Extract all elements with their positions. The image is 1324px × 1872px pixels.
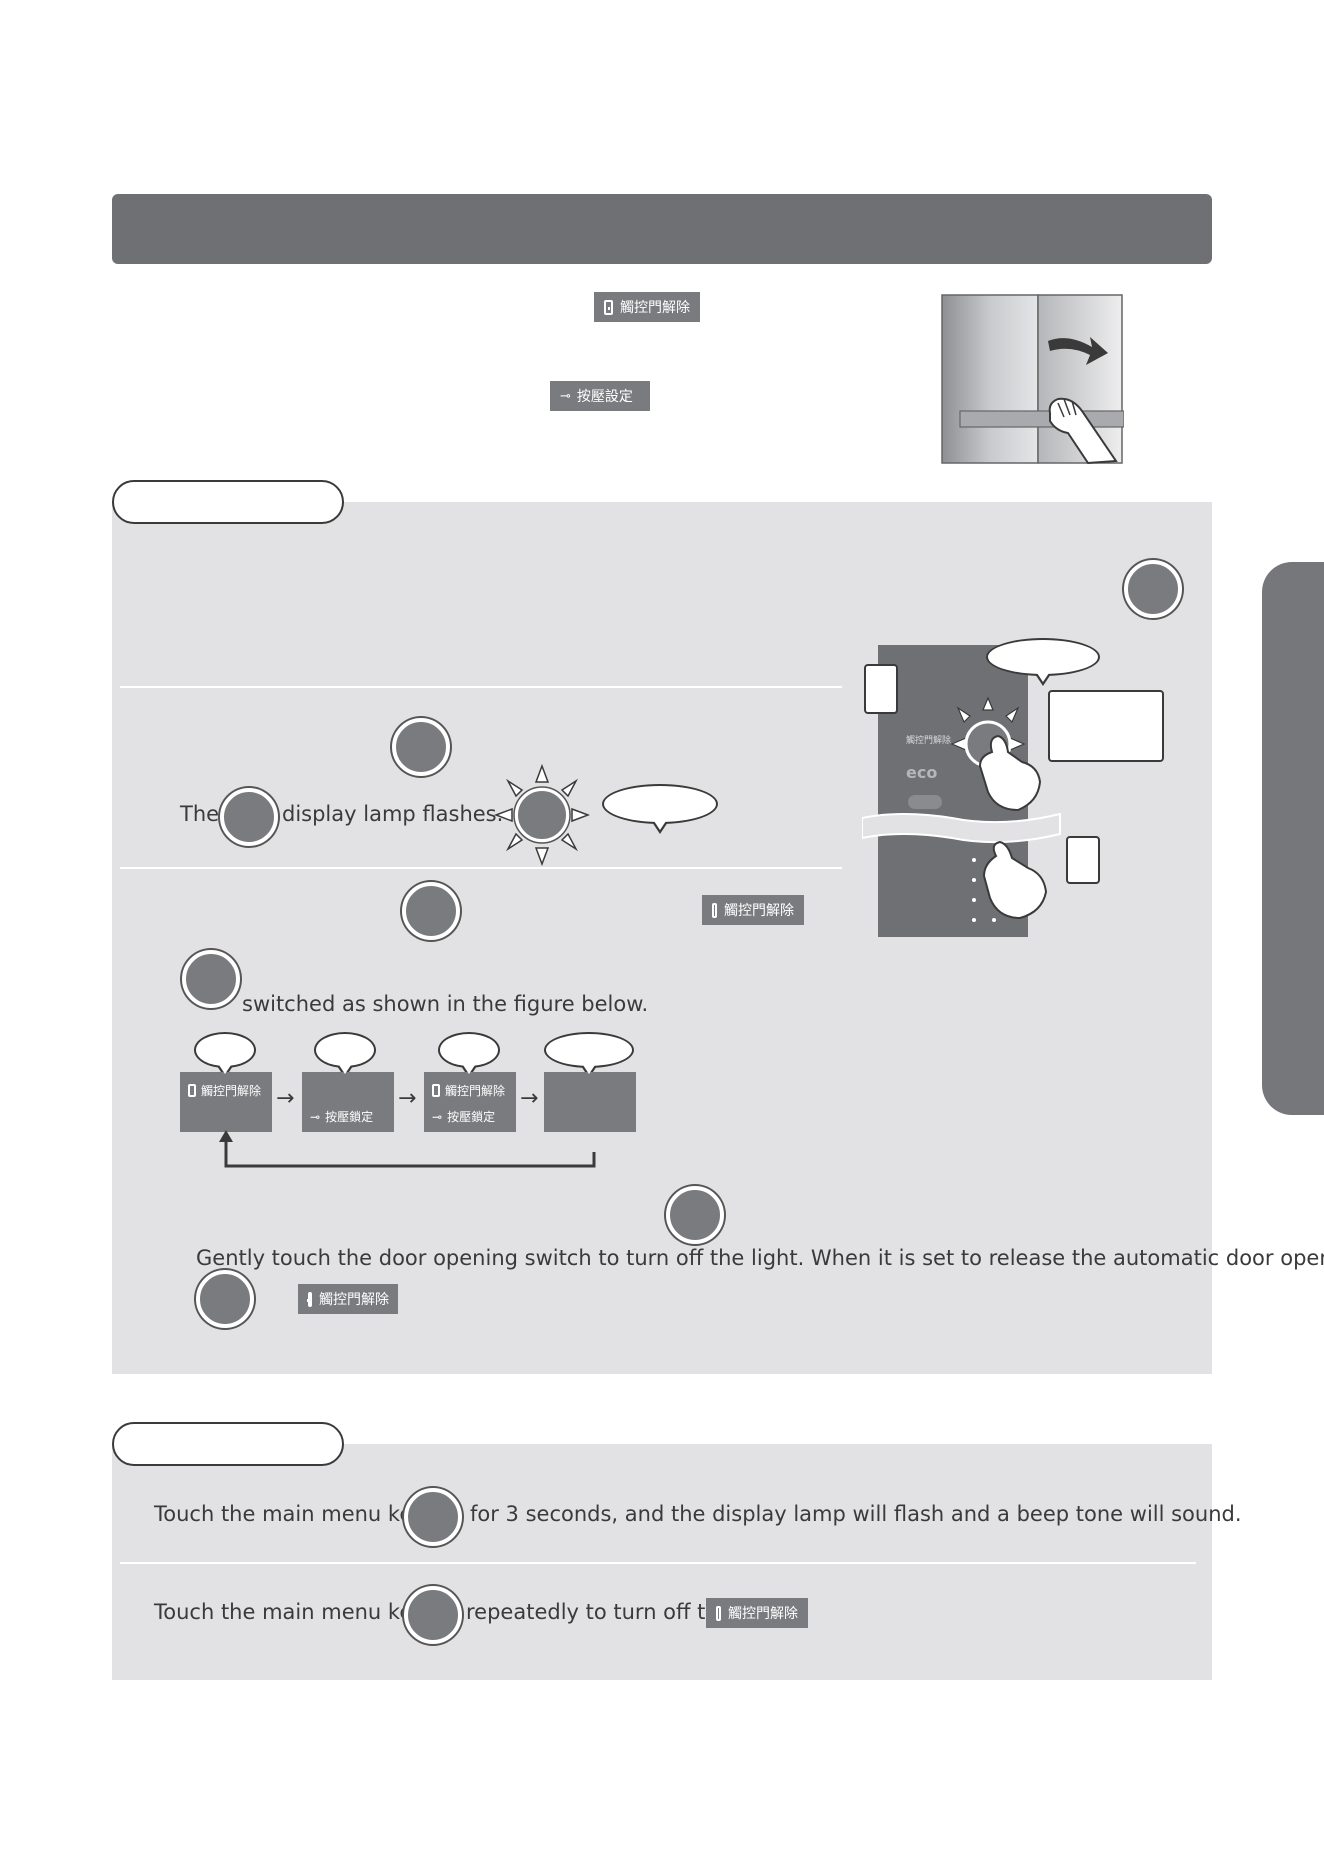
section2-tab [112,1422,344,1466]
step2-touch-release-badge: 觸控門解除 [702,895,804,925]
section2-touch-release-badge: 觸控門解除 [706,1598,808,1628]
section1-header-key [1124,560,1182,618]
step3-key [666,1186,724,1244]
flow-box-release: 觸控門解除 [180,1072,272,1132]
control-panel-overlay [862,696,1061,922]
flow-box-both: 觸控門解除 ⊸ 按壓鎖定 [424,1072,516,1132]
flashing-key-illustration [494,764,590,866]
flow-bubble-1 [194,1032,256,1078]
flow-box-lock: ⊸ 按壓鎖定 [302,1072,394,1132]
touch-release-badge: 觸控門解除 [594,292,700,322]
door-icon [604,299,613,315]
header-bar [112,194,1212,264]
door-icon [307,1291,312,1307]
step2-text: switched as shown in the figure below. [242,992,649,1016]
step1-prefix: The [180,802,220,826]
flow-arrow-1: → [276,1086,295,1111]
panel-eco-label: eco [906,763,938,782]
control-callout-left [864,664,898,714]
side-tab [1262,562,1324,1115]
section2-step2-suffix: repeatedly to turn off the [466,1600,732,1624]
section1-divider-2 [120,867,842,869]
step3-touch-release-badge: 觸控門解除 [298,1284,398,1314]
step1-callout-bubble [602,784,718,834]
panel-button [908,795,942,809]
section2-step2-key [404,1586,462,1644]
step1-inline-key [220,788,278,846]
flow-bubble-2 [314,1032,376,1078]
control-callout-right [1048,690,1164,762]
section2-step1-key [404,1488,462,1546]
section2-step1-prefix: Touch the main menu key [154,1502,425,1526]
fridge-door-illustration [941,294,1124,465]
door-icon [716,1605,721,1621]
flow-box-off [544,1072,636,1132]
section1-divider-1 [120,686,842,688]
flow-arrow-2: → [398,1086,417,1111]
key-icon: ⊸ [310,1109,321,1124]
step2-inline-key [182,950,240,1008]
flow-bubble-4 [544,1032,634,1078]
panel-release-label: 觸控門解除 [906,736,952,746]
press-set-badge: ⊸ 按壓設定 [550,381,650,411]
door-icon [432,1084,440,1097]
step3-text: Gently touch the door opening switch to … [196,1246,1324,1270]
control-callout-bubble [986,638,1100,686]
section2-divider [120,1562,1196,1564]
key-icon: ⊸ [432,1109,443,1124]
flow-arrow-3: → [520,1086,539,1111]
door-icon [188,1084,196,1097]
step1-key [392,718,450,776]
flow-bubble-3 [438,1032,500,1078]
step3-inline-key [196,1270,254,1328]
section2-step2-prefix: Touch the main menu key [154,1600,425,1624]
step2-key [402,882,460,940]
door-icon [712,902,717,918]
section1-tab [112,480,344,524]
flow-return-arrow [219,1130,596,1168]
section2-step1-suffix: for 3 seconds, and the display lamp will… [470,1502,1242,1526]
control-callout-lower [1066,836,1100,884]
step1-suffix: display lamp flashes. [282,802,504,826]
key-icon: ⊸ [560,388,571,404]
